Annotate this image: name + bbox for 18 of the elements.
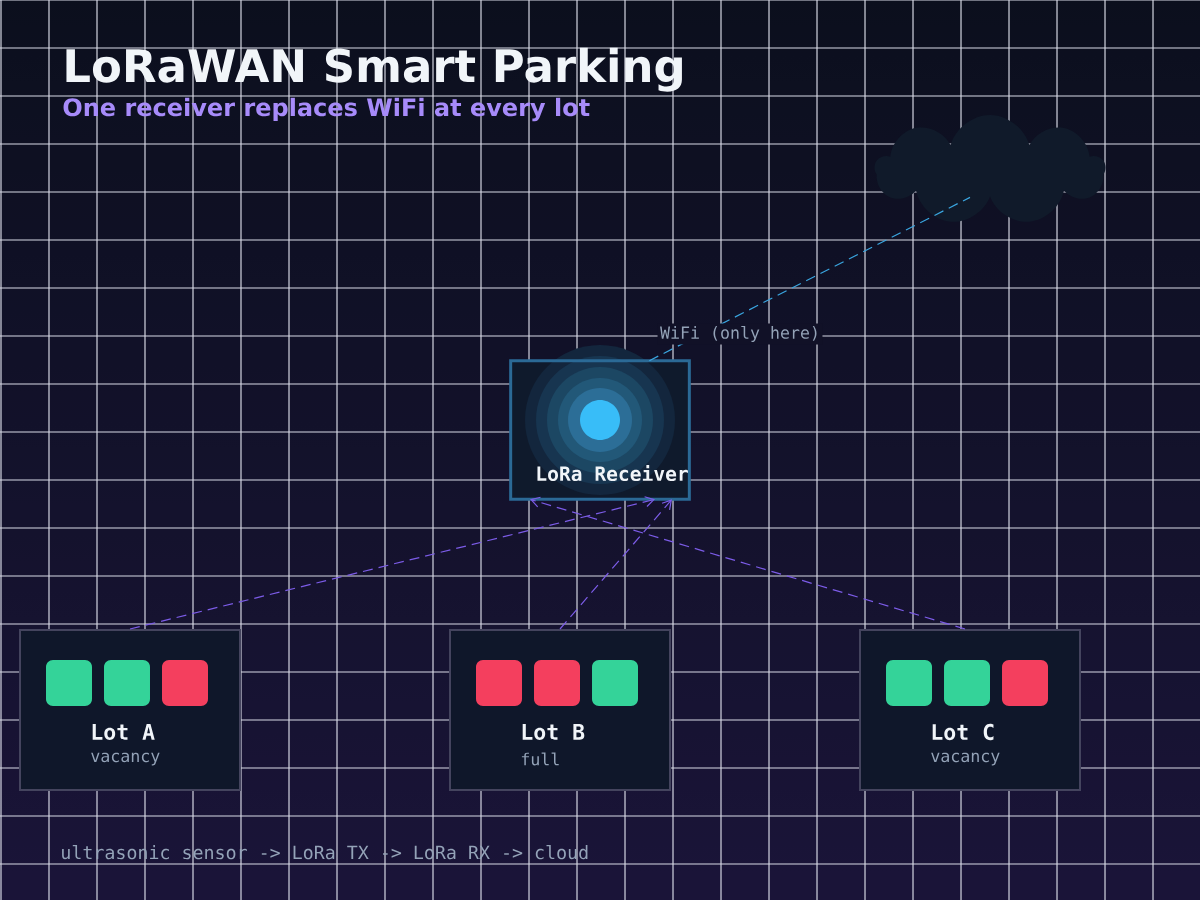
arrow bbox=[530, 496, 966, 630]
status-text: full bbox=[521, 752, 559, 766]
edge-label: WiFi (only here) bbox=[657, 323, 823, 345]
lot-card bbox=[859, 629, 1081, 791]
arrow bbox=[129, 496, 655, 630]
lot-title: Lot A bbox=[92, 724, 155, 740]
connector-line bbox=[648, 196, 971, 362]
lot-card bbox=[449, 629, 671, 791]
lot-title: Lot B bbox=[522, 724, 585, 740]
receiver-box bbox=[509, 345, 691, 501]
status-text: vacancy bbox=[931, 752, 1000, 766]
node-label: LoRa Receiver bbox=[537, 464, 688, 482]
lot-title: Lot C bbox=[932, 723, 994, 741]
arrow bbox=[559, 499, 672, 630]
lot-card bbox=[19, 629, 241, 791]
status-text: vacancy bbox=[91, 752, 160, 766]
cloud-shape bbox=[874, 115, 1106, 222]
title: LoRaWAN Smart Parking bbox=[66, 47, 682, 92]
